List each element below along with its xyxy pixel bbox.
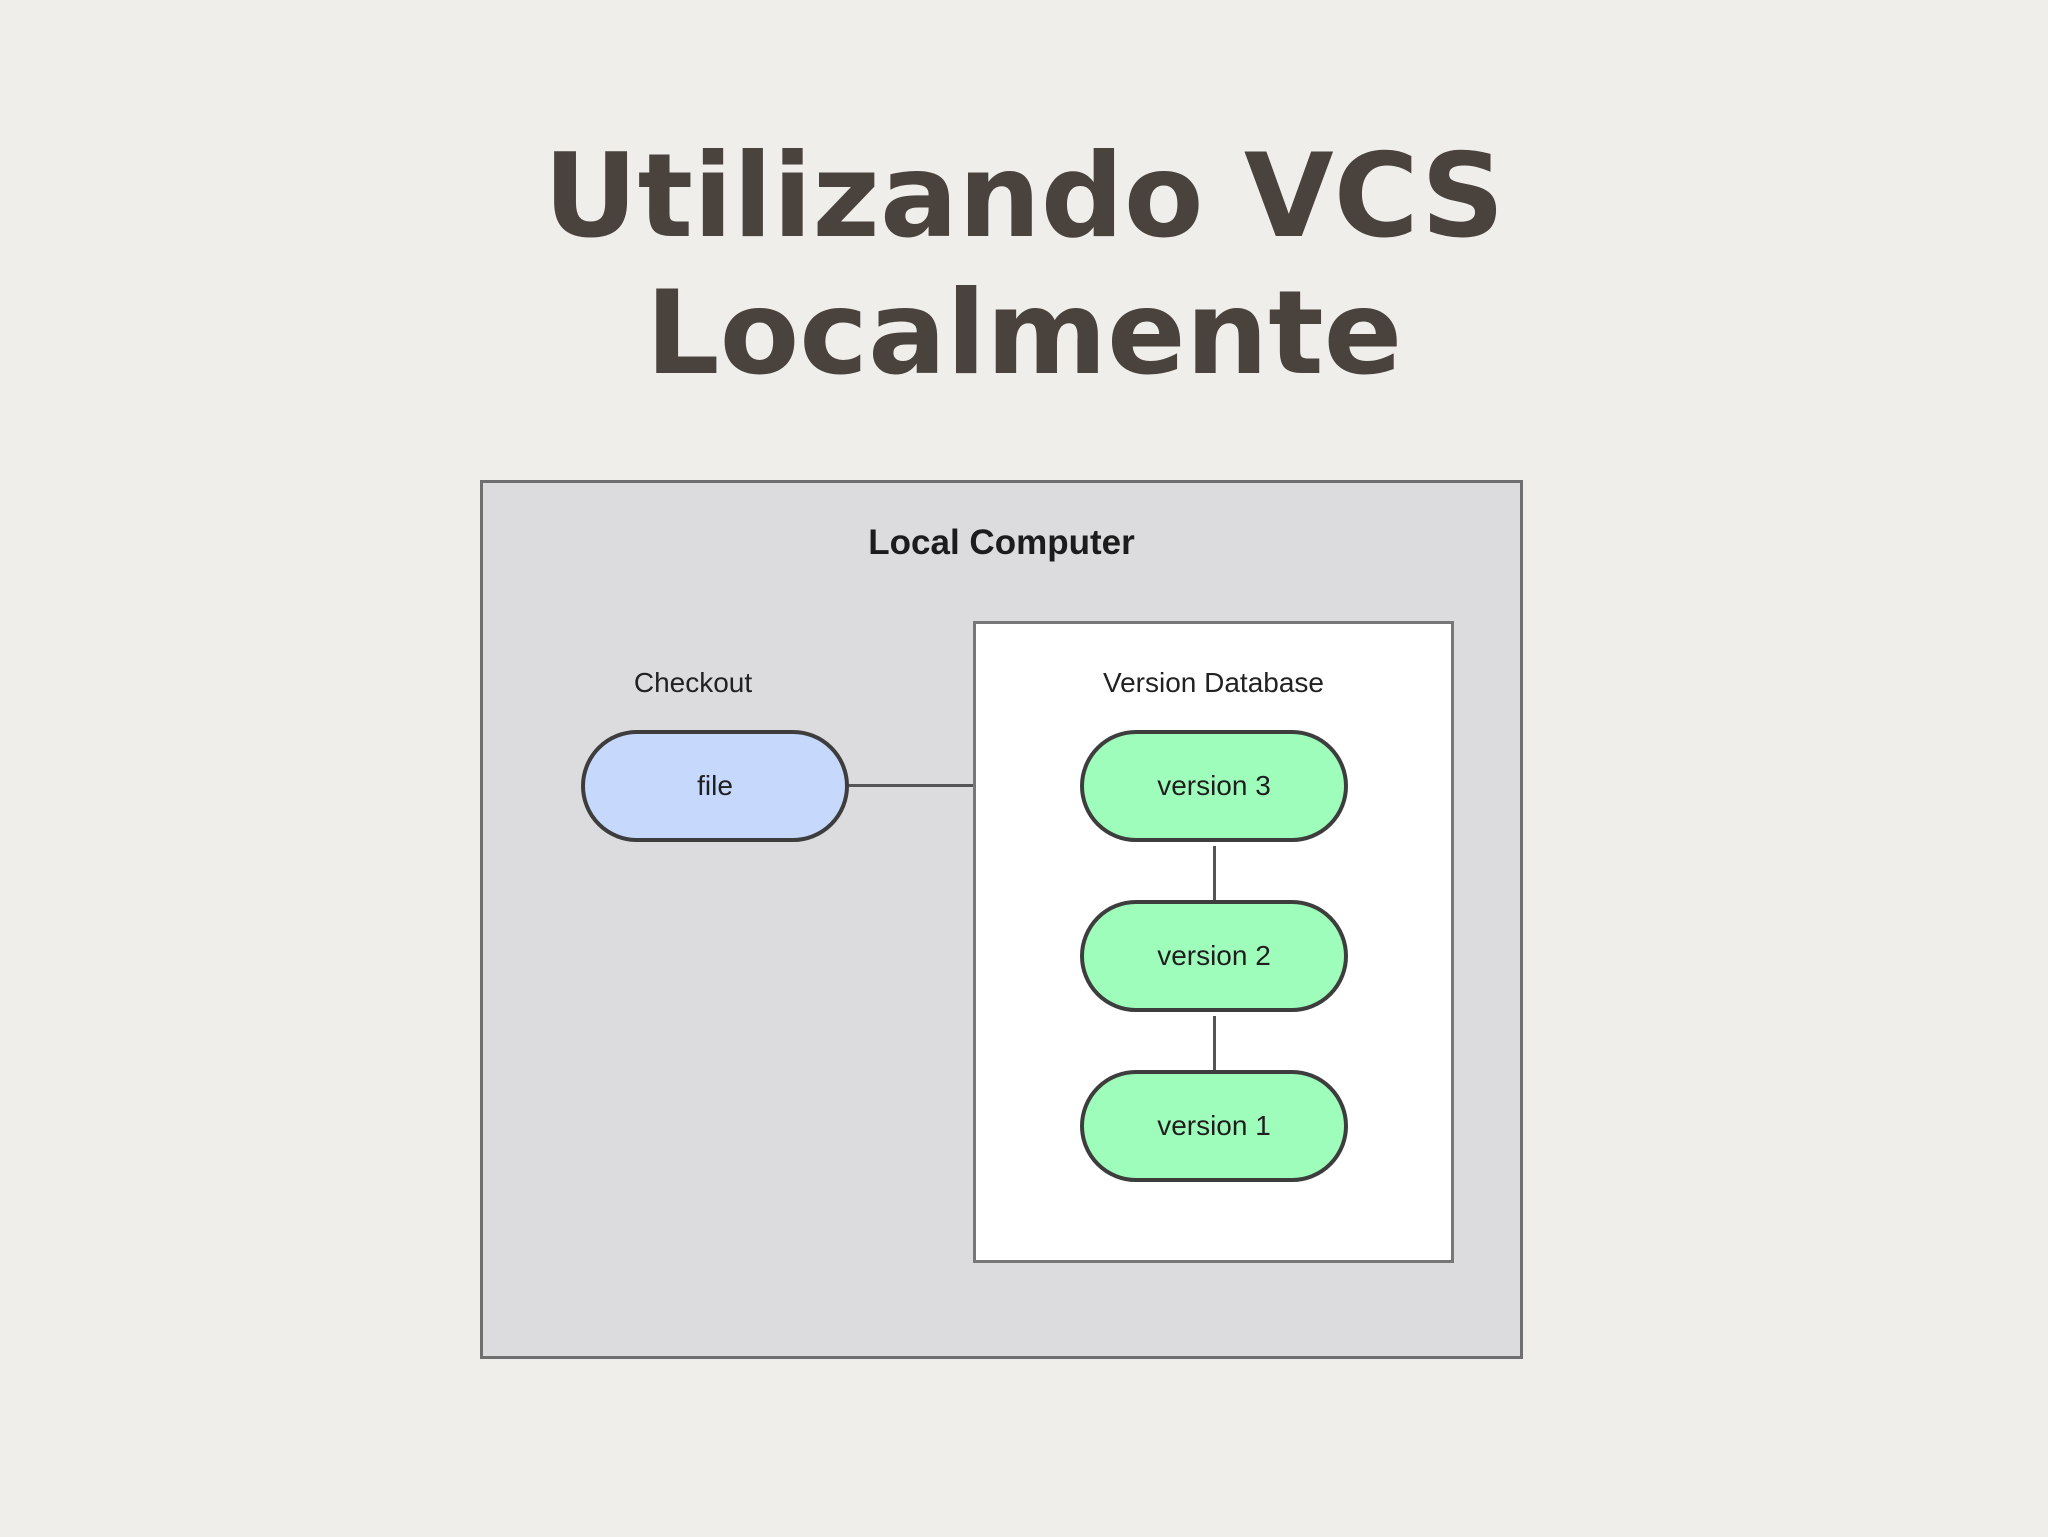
version3-to-version2-connector <box>1213 846 1216 904</box>
slide-title-line-1: Utilizando VCS <box>543 129 1505 264</box>
file-node-label: file <box>697 770 733 801</box>
file-node: file <box>581 730 849 842</box>
version-database-box: Version Database version 3 version 2 ver… <box>973 621 1454 1263</box>
version2-to-version1-connector <box>1213 1016 1216 1074</box>
version-1-node: version 1 <box>1080 1070 1348 1182</box>
version-2-label: version 2 <box>1157 940 1271 971</box>
local-computer-box: Local Computer Checkout file Version Dat… <box>480 480 1523 1359</box>
version-3-label: version 3 <box>1157 770 1271 801</box>
slide-title: Utilizando VCS Localmente <box>0 128 2048 402</box>
version-2-node: version 2 <box>1080 900 1348 1012</box>
slide-title-line-2: Localmente <box>645 266 1403 401</box>
version-database-label: Version Database <box>1102 667 1325 698</box>
file-to-version3-connector <box>841 784 1081 787</box>
version-1-label: version 1 <box>1157 1110 1271 1141</box>
checkout-label: Checkout <box>633 667 753 698</box>
local-computer-label: Local Computer <box>868 523 1135 562</box>
version-3-node: version 3 <box>1080 730 1348 842</box>
